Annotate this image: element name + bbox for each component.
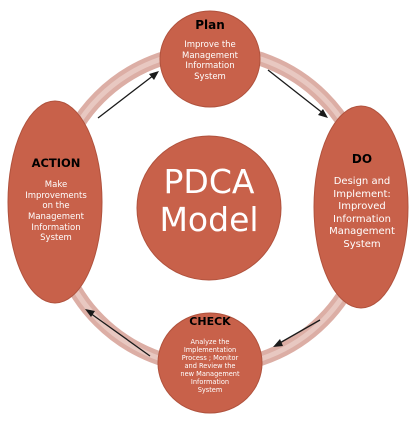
action-line: Information: [31, 222, 81, 233]
do-title: DO: [351, 152, 373, 166]
check-line: Process ; Monitor: [181, 354, 239, 363]
arrow-check-to-action-icon: [85, 309, 151, 357]
plan-line: Improve the: [184, 40, 236, 50]
check-node: [157, 312, 263, 414]
plan-node: [159, 10, 261, 108]
action-line: on the: [42, 201, 70, 212]
do-line: Management: [329, 226, 395, 237]
action-body: Make Improvements on the Management Info…: [15, 180, 97, 244]
plan-line: Management: [182, 50, 238, 61]
do-node: [313, 105, 409, 309]
check-line: and Review the: [184, 362, 236, 371]
plan-title: Plan: [195, 18, 225, 32]
do-line: Information: [333, 213, 391, 225]
check-line: System: [197, 386, 223, 395]
do-line: Improved: [338, 201, 386, 212]
plan-body: Improve the Management Information Syste…: [165, 40, 255, 83]
check-body: Analyze the Implementation Process ; Mon…: [165, 338, 255, 394]
arrow-do-to-check-icon: [273, 319, 321, 347]
action-title: ACTION: [31, 156, 81, 170]
center-label: PDCA Model: [139, 163, 279, 239]
check-line: Analyze the: [190, 338, 230, 346]
center-label-line2: Model: [159, 199, 259, 239]
check-line: Information: [190, 378, 230, 387]
plan-line: Information: [185, 61, 235, 72]
check-line: new Management: [180, 370, 240, 379]
center-node: [136, 135, 282, 281]
arrow-action-to-plan-icon: [97, 71, 159, 119]
plan-line: System: [194, 71, 226, 82]
arrow-plan-to-do-icon: [267, 69, 328, 118]
do-line: Implement:: [333, 188, 391, 200]
action-line: Management: [28, 211, 84, 222]
action-node: [7, 100, 103, 304]
action-line: Improvements: [25, 190, 87, 201]
check-title: CHECK: [189, 315, 231, 328]
check-line: Implementation: [183, 346, 237, 355]
do-body: Design and Implement: Improved Informati…: [322, 176, 402, 251]
do-line: System: [343, 238, 381, 250]
action-line: Make: [44, 180, 68, 190]
action-line: System: [40, 233, 72, 244]
center-label-line1: PDCA: [163, 162, 255, 201]
do-line: Design and: [333, 176, 391, 187]
